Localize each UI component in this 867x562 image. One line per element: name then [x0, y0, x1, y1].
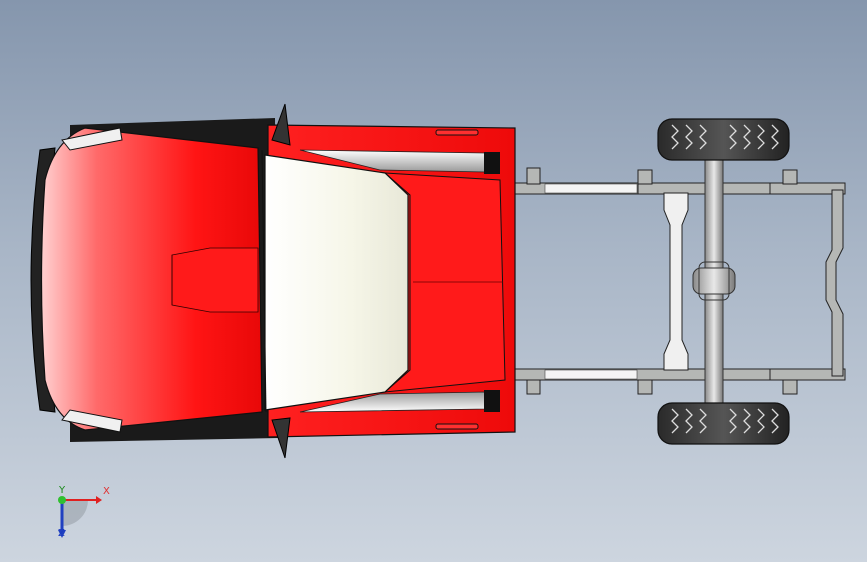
rear-tire-top[interactable]	[657, 118, 790, 161]
orientation-triad: X Y Z	[40, 478, 120, 548]
rear-tire-bottom[interactable]	[657, 402, 790, 445]
chassis-frame[interactable]	[514, 167, 846, 395]
z-axis-label: Z	[58, 528, 65, 539]
y-axis-dot	[58, 496, 66, 504]
y-axis-label: Y	[59, 485, 66, 496]
triad-graphic	[58, 496, 102, 538]
x-axis-label: X	[103, 486, 110, 497]
cab-body[interactable]	[30, 103, 516, 459]
rear-axle[interactable]	[692, 149, 736, 421]
